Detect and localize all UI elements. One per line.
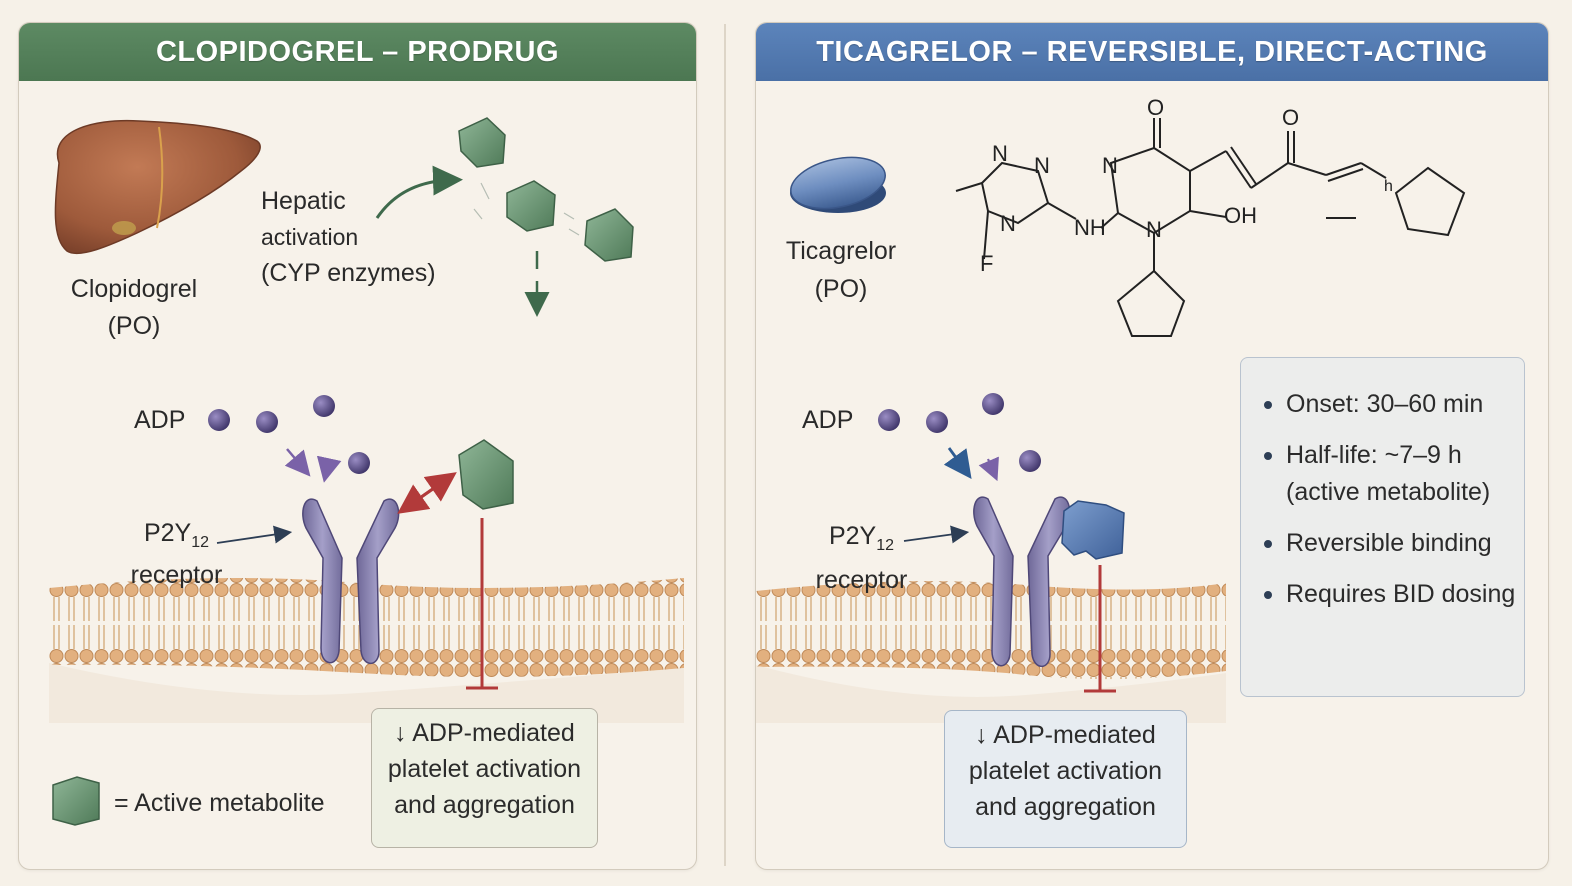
atom-nitrogen-5: N <box>1146 217 1162 242</box>
clopidogrel-label: Clopidogrel (PO) <box>59 271 209 345</box>
drug-route-right: (PO) <box>814 275 868 303</box>
atom-nitrogen-3: N <box>1102 153 1118 178</box>
atom-fluorine: F <box>980 251 994 276</box>
drug-route: (PO) <box>107 312 161 340</box>
drug-name: Clopidogrel <box>70 275 198 303</box>
p2y12-receptor <box>302 498 400 665</box>
effect-line-3: and aggregation <box>394 791 575 819</box>
facts-list: Onset: 30–60 min Half-life: ~7–9 h (acti… <box>1261 386 1524 613</box>
cell-membrane-right <box>756 581 1226 680</box>
activation-arrow <box>375 165 463 219</box>
bound-metabolite <box>458 439 514 510</box>
ticagrelor-effect-box: ↓ ADP-mediated platelet activation and a… <box>944 710 1187 848</box>
adp-label-right: ADP <box>802 406 854 434</box>
legend-text: = Active metabolite <box>114 789 325 817</box>
adp-molecules-right <box>878 393 1041 472</box>
hepatic-activation-label: Hepatic activation (CYP enzymes) <box>261 183 436 291</box>
clopidogrel-illustration <box>49 117 684 826</box>
clopidogrel-effect-box: ↓ ADP-mediated platelet activation and a… <box>371 708 598 848</box>
receptor-name: P2Y12 <box>143 519 210 551</box>
metabolite-cubes <box>458 117 634 262</box>
ticagrelor-illustration <box>756 118 1466 723</box>
effect-line-3-right: and aggregation <box>975 793 1156 821</box>
effect-line-2-right: platelet activation <box>968 757 1163 785</box>
activation-line-2: activation <box>261 224 359 250</box>
drug-name-right: Ticagrelor <box>785 237 897 265</box>
receptor-name-right: P2Y12 <box>828 522 895 554</box>
activation-line-3: (CYP enzymes) <box>261 259 436 287</box>
legend-cube-icon <box>52 776 100 826</box>
activation-line-1: Hepatic <box>261 187 346 215</box>
ticagrelor-label: Ticagrelor (PO) <box>766 232 916 308</box>
fact-binding: Reversible binding <box>1261 525 1524 562</box>
receptor-word: receptor <box>130 561 223 589</box>
fact-dosing: Requires BID dosing <box>1261 576 1524 613</box>
atom-nitrogen-1: N <box>992 141 1008 166</box>
effect-line-2: platelet activation <box>387 755 582 783</box>
atom-hydroxyl: OH <box>1224 203 1257 228</box>
panel-divider <box>724 24 726 866</box>
ticagrelor-panel-title: TICAGRELOR – REVERSIBLE, DIRECT-ACTING <box>756 23 1548 81</box>
atom-nitrogen-4: N <box>1000 211 1016 236</box>
atom-oxygen-2: O <box>1282 105 1300 130</box>
atom-h: h <box>1384 178 1393 195</box>
fact-half-life: Half-life: ~7–9 h (active metabolite) <box>1261 437 1524 511</box>
adp-label: ADP <box>134 406 186 434</box>
receptor-word-right: receptor <box>815 566 908 594</box>
atom-nitrogen-2: N <box>1034 153 1050 178</box>
p2y12-receptor-right <box>973 496 1071 668</box>
effect-line-1-right: ↓ ADP-mediated <box>975 721 1156 749</box>
ticagrelor-structure <box>955 118 1466 337</box>
ticagrelor-facts-box: Onset: 30–60 min Half-life: ~7–9 h (acti… <box>1240 357 1525 697</box>
clopidogrel-panel-title: CLOPIDOGREL – PRODRUG <box>19 23 696 81</box>
fact-onset: Onset: 30–60 min <box>1261 386 1524 423</box>
atom-nh: NH <box>1074 215 1106 240</box>
ticagrelor-pill-icon <box>790 156 886 213</box>
effect-line-1: ↓ ADP-mediated <box>394 719 575 747</box>
atom-oxygen-1: O <box>1147 95 1165 120</box>
clopidogrel-panel: CLOPIDOGREL – PRODRUG <box>18 22 697 870</box>
receptor-label-right: P2Y12 receptor <box>804 519 919 597</box>
receptor-label: P2Y12 receptor <box>119 517 234 592</box>
adp-molecules <box>208 395 370 474</box>
liver-icon <box>54 119 261 255</box>
bound-ticagrelor <box>1061 500 1125 560</box>
